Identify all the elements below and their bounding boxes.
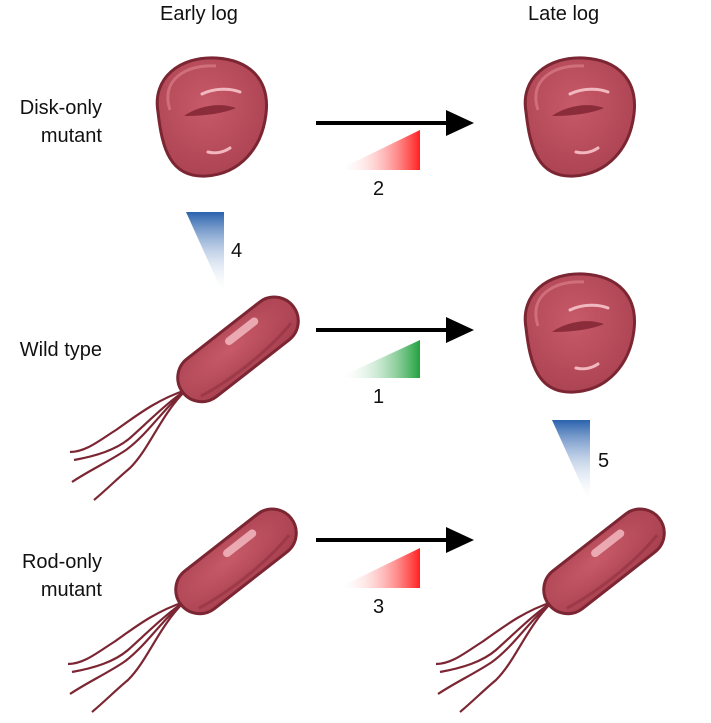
disk-only-label-line1: Disk-only [19, 97, 102, 119]
disk-cell-wild-type-late [523, 272, 637, 394]
disk-cell-late [523, 56, 637, 178]
arrow-rod-only [316, 527, 474, 553]
label-5: 5 [598, 450, 610, 472]
red-wedge-3 [338, 548, 420, 588]
rod-cell-wild-type-early [68, 285, 310, 502]
label-4: 4 [231, 240, 243, 262]
label-2: 2 [373, 178, 385, 200]
blue-wedge-4 [186, 212, 224, 296]
disk-cell-early [155, 56, 269, 178]
wild-type-label: Wild type [19, 339, 102, 361]
red-wedge-2 [338, 130, 420, 170]
blue-wedge-5 [552, 420, 590, 504]
arrow-disk-only [316, 110, 474, 136]
early-log-header: Early log [160, 3, 238, 25]
green-wedge-1 [338, 340, 420, 378]
rod-only-label-line2: mutant [40, 579, 102, 601]
disk-only-label-line2: mutant [40, 125, 102, 147]
rod-cell-rod-only-late [434, 497, 676, 714]
label-3: 3 [373, 596, 385, 618]
label-1: 1 [373, 386, 385, 408]
arrow-wild-type [316, 317, 474, 343]
late-log-header: Late log [528, 3, 600, 25]
rod-only-label-line1: Rod-only [21, 551, 102, 573]
rod-cell-rod-only-early [66, 497, 308, 714]
